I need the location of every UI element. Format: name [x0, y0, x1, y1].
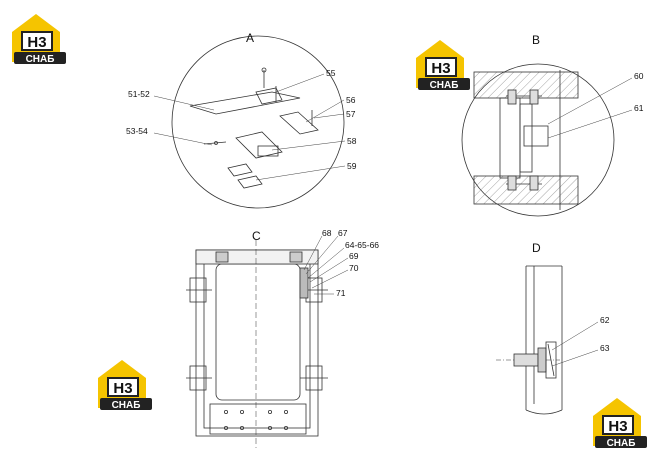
label-56: 56 [346, 95, 356, 105]
label-59: 59 [347, 161, 357, 171]
section-c-title: C [252, 229, 261, 243]
label-51-52: 51-52 [128, 89, 150, 99]
label-53-54: 53-54 [126, 126, 148, 136]
section-c [186, 240, 328, 448]
section-b-title: B [532, 33, 540, 47]
section-a-title: A [246, 31, 254, 45]
logo-word: СНАБ [607, 438, 636, 449]
label-69: 69 [349, 251, 359, 261]
logo-top-middle: СНАБ [415, 39, 471, 91]
logo-top-left: СНАБ [11, 13, 67, 65]
label-61: 61 [634, 103, 644, 113]
label-70: 70 [349, 263, 359, 273]
section-b-leaders [547, 77, 633, 139]
logo-bottom-right: СНАБ [592, 397, 648, 449]
section-a-leaders [153, 73, 346, 181]
label-67: 67 [338, 228, 348, 238]
label-58: 58 [347, 136, 357, 146]
section-b [461, 63, 615, 217]
label-64-65-66: 64-65-66 [345, 240, 379, 250]
section-d [496, 265, 563, 415]
label-55: 55 [326, 68, 336, 78]
logo-word: СНАБ [430, 80, 459, 91]
logo-bottom-left: СНАБ [97, 359, 153, 411]
label-71: 71 [336, 288, 346, 298]
section-d-title: D [532, 241, 541, 255]
logo-word: СНАБ [112, 400, 141, 411]
section-d-leaders [551, 321, 599, 367]
label-60: 60 [634, 71, 644, 81]
label-62: 62 [600, 315, 610, 325]
section-c-leaders [303, 235, 349, 295]
label-68: 68 [322, 228, 332, 238]
logo-word: СНАБ [26, 54, 55, 65]
section-a [171, 35, 345, 209]
label-63: 63 [600, 343, 610, 353]
label-57: 57 [346, 109, 356, 119]
